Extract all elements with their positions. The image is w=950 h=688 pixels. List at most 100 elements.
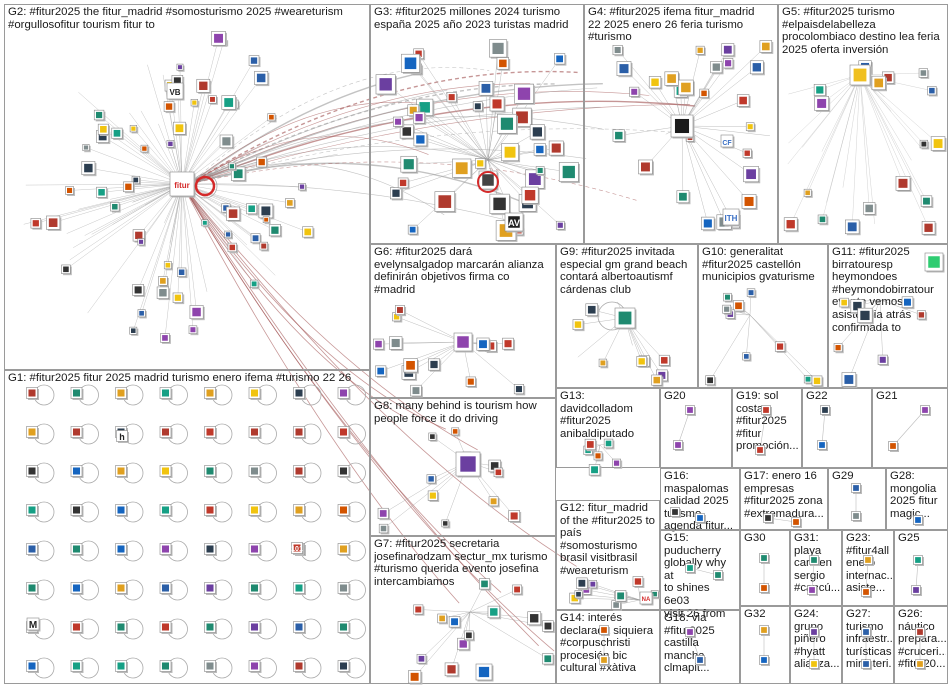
g2-node[interactable] — [302, 226, 315, 239]
g1-isolate-node[interactable] — [204, 426, 218, 440]
g1-isolate-node[interactable] — [26, 543, 40, 557]
g1-isolate-node[interactable] — [70, 543, 84, 557]
small-group-node-g17[interactable] — [763, 513, 775, 525]
g1-isolate-node[interactable] — [248, 426, 262, 440]
g2-node[interactable] — [250, 233, 262, 245]
g8-node[interactable] — [493, 467, 505, 479]
g1-isolate-node[interactable] — [159, 387, 173, 401]
g1-isolate-node[interactable] — [293, 426, 307, 440]
g10-node[interactable] — [811, 375, 824, 388]
g2-node[interactable] — [177, 267, 188, 279]
g7-node[interactable] — [464, 630, 475, 642]
g2-node[interactable] — [46, 215, 62, 231]
g1-isolate-node[interactable] — [115, 582, 129, 596]
g6-node[interactable] — [395, 305, 407, 317]
g4-node[interactable] — [616, 61, 633, 78]
g2-node[interactable] — [110, 202, 121, 213]
g1-isolate-node[interactable] — [159, 582, 173, 596]
small-group-node-g15[interactable] — [713, 570, 725, 582]
small-group-node-g16[interactable] — [670, 507, 682, 519]
ith-node[interactable] — [722, 208, 741, 227]
g3-node[interactable] — [390, 187, 404, 201]
g3-node[interactable] — [472, 101, 484, 113]
g6-node[interactable] — [502, 337, 516, 351]
g2-node[interactable] — [96, 186, 109, 199]
g1-isolate-node[interactable] — [293, 660, 307, 674]
g2-node[interactable] — [254, 70, 270, 87]
g1-isolate-node[interactable] — [248, 660, 262, 674]
small-group-node-g14[interactable] — [599, 625, 611, 637]
g2-node[interactable] — [250, 279, 260, 290]
g3-node[interactable] — [555, 220, 566, 231]
g3-node[interactable] — [521, 186, 540, 205]
g2-node[interactable] — [156, 286, 171, 301]
g8-node[interactable] — [428, 432, 438, 442]
g4-node[interactable] — [710, 61, 724, 75]
g9-central-node[interactable] — [614, 307, 637, 330]
g3-node[interactable] — [475, 158, 487, 170]
g2-node[interactable] — [267, 113, 277, 123]
g7-node[interactable] — [542, 653, 555, 666]
g9-node[interactable] — [651, 374, 664, 387]
small-group-node-g30[interactable] — [759, 583, 771, 595]
g1-isolate-node[interactable] — [204, 465, 218, 479]
g3-node[interactable] — [489, 96, 506, 113]
g2-node[interactable] — [227, 242, 239, 254]
g4-node[interactable] — [678, 79, 695, 97]
g4-node[interactable] — [664, 71, 680, 87]
g1-isolate-node[interactable] — [204, 582, 218, 596]
g2-node[interactable] — [61, 264, 72, 276]
g2-node[interactable] — [285, 198, 296, 209]
g7-node[interactable] — [416, 653, 428, 665]
node-h[interactable] — [116, 430, 130, 444]
g1-isolate-node[interactable] — [115, 465, 129, 479]
g7-node[interactable] — [408, 670, 423, 685]
g6-node[interactable] — [465, 376, 478, 388]
g1-isolate-node[interactable] — [70, 504, 84, 518]
g11-node[interactable] — [833, 343, 844, 354]
g10-node[interactable] — [722, 304, 733, 315]
g2-node[interactable] — [160, 333, 171, 344]
g4-node[interactable] — [736, 94, 751, 108]
g1-isolate-node[interactable] — [26, 465, 40, 479]
g1-isolate-node[interactable] — [159, 465, 173, 479]
g2-node[interactable] — [140, 144, 150, 154]
g4-node[interactable] — [701, 216, 716, 232]
g1-isolate-node[interactable] — [70, 582, 84, 596]
g2-node[interactable] — [82, 144, 91, 153]
g1-isolate-node[interactable] — [248, 621, 262, 635]
g1-isolate-node[interactable] — [204, 387, 218, 401]
g5-node[interactable] — [921, 221, 937, 236]
g8-central-node[interactable] — [455, 451, 482, 478]
g2-node[interactable] — [111, 127, 124, 141]
g1-isolate-node[interactable] — [293, 582, 307, 596]
g4-node[interactable] — [629, 86, 641, 98]
g8-node[interactable] — [488, 496, 500, 508]
g2-node[interactable] — [268, 224, 283, 238]
g3-node[interactable] — [393, 116, 405, 128]
g8-node[interactable] — [426, 474, 437, 485]
g7-node[interactable] — [512, 584, 524, 596]
g4-node[interactable] — [759, 40, 774, 54]
av-node[interactable] — [504, 212, 525, 233]
g3-node[interactable] — [407, 224, 419, 236]
g8-node[interactable] — [378, 523, 390, 535]
g11-node[interactable] — [901, 296, 915, 310]
g3-node[interactable] — [400, 155, 419, 174]
g2-node[interactable] — [97, 123, 111, 136]
g3-node[interactable] — [413, 132, 429, 148]
g7-node[interactable] — [413, 604, 425, 616]
small-group-node-g26[interactable] — [915, 627, 927, 639]
g2-node[interactable] — [132, 284, 146, 297]
g12-node[interactable] — [576, 577, 589, 591]
g2-node[interactable] — [129, 326, 139, 336]
g7-node[interactable] — [487, 605, 502, 620]
g3-node[interactable] — [535, 166, 546, 177]
g11-node[interactable] — [857, 307, 874, 325]
g1-isolate-node[interactable] — [159, 621, 173, 635]
g7-node[interactable] — [478, 578, 492, 591]
g3-node[interactable] — [397, 177, 410, 190]
g9-node[interactable] — [585, 303, 600, 318]
g2-node[interactable] — [221, 95, 238, 111]
g1-isolate-node[interactable] — [293, 621, 307, 635]
